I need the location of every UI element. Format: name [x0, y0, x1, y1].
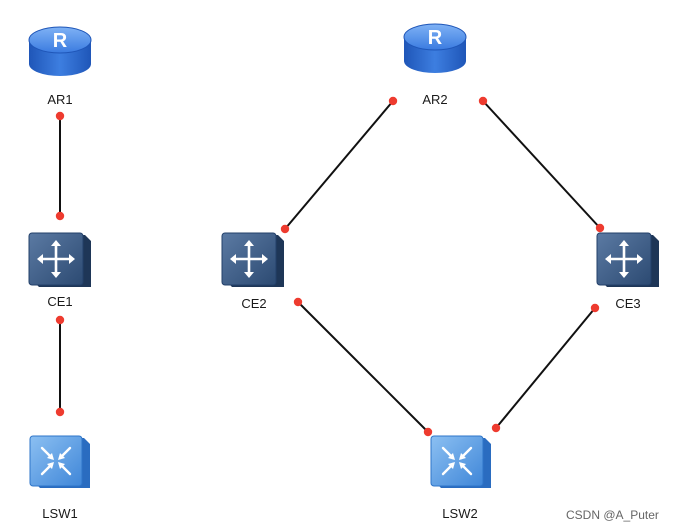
link-ar2-ce3[interactable]: [482, 100, 601, 229]
node-ce2[interactable]: CE2: [220, 231, 286, 311]
node-label-ce1: CE1: [47, 294, 72, 309]
node-lsw1[interactable]: LSW1: [28, 434, 92, 521]
port-dot-ce2: [280, 224, 290, 234]
link-ar2-ce2[interactable]: [284, 100, 394, 230]
node-label-ce2: CE2: [241, 296, 266, 311]
node-ce3[interactable]: CE3: [595, 231, 661, 311]
switch-icon: [27, 231, 93, 289]
port-dot-lsw2: [491, 423, 501, 433]
core-switch-icon: [429, 434, 493, 490]
switch-icon: [595, 231, 661, 289]
link-ce3-lsw2[interactable]: [495, 307, 596, 429]
port-dot-lsw2: [423, 427, 433, 437]
port-dot-ce2: [293, 297, 303, 307]
link-ce2-lsw2[interactable]: [297, 301, 429, 433]
router-icon: [28, 26, 92, 77]
port-dot-ar2: [478, 96, 488, 106]
switch-icon: [220, 231, 286, 289]
ports-layer: [55, 96, 605, 437]
node-label-ce3: CE3: [615, 296, 640, 311]
port-dot-lsw1: [55, 407, 65, 417]
port-dot-ce3: [590, 303, 600, 313]
router-icon: [403, 23, 467, 74]
core-switch-icon: [28, 434, 92, 490]
port-dot-ce3: [595, 223, 605, 233]
port-dot-ce1: [55, 211, 65, 221]
links-layer: [59, 100, 601, 433]
node-ce1[interactable]: CE1: [27, 231, 93, 309]
node-label-ar2: AR2: [422, 92, 447, 107]
node-label-lsw2: LSW2: [442, 506, 477, 521]
watermark-text: CSDN @A_Puter: [566, 508, 659, 522]
node-label-ar1: AR1: [47, 92, 72, 107]
node-lsw2[interactable]: LSW2: [429, 434, 493, 521]
port-dot-ar1: [55, 111, 65, 121]
node-ar2[interactable]: AR2: [403, 23, 467, 107]
port-dot-ar2: [388, 96, 398, 106]
node-label-lsw1: LSW1: [42, 506, 77, 521]
node-ar1[interactable]: AR1: [28, 26, 92, 107]
port-dot-ce1: [55, 315, 65, 325]
